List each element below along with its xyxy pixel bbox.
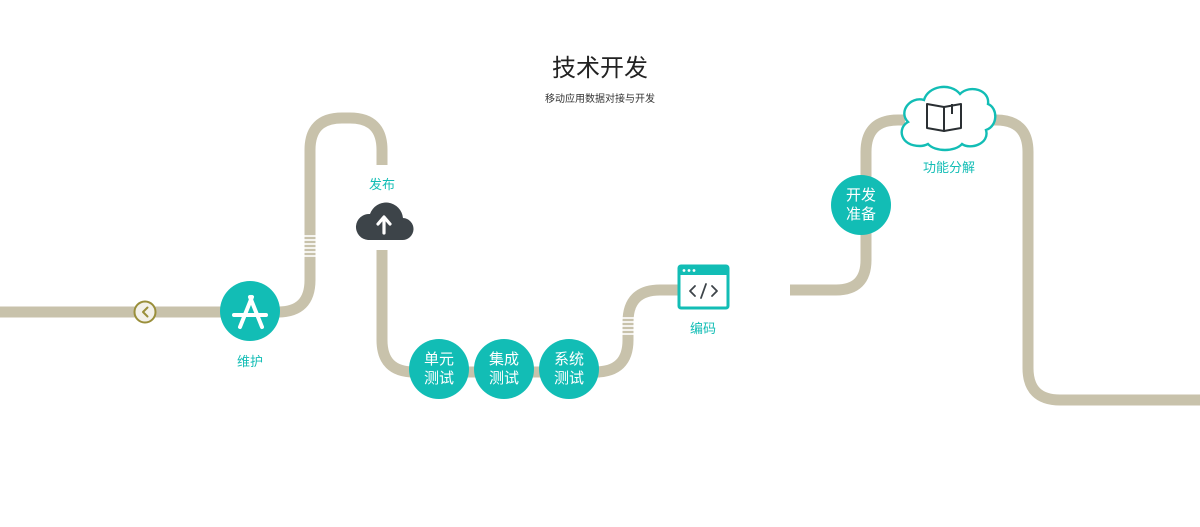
step-maintain[interactable] xyxy=(220,281,280,341)
step-system-test-line2: 测试 xyxy=(553,369,584,387)
app-store-icon xyxy=(232,295,268,329)
step-integration-test-line1: 集成 xyxy=(488,350,519,368)
step-dev-prep[interactable]: 开发 准备 xyxy=(831,175,891,235)
code-window-icon xyxy=(677,264,730,310)
step-maintain-label: 维护 xyxy=(236,355,263,370)
step-integration-test-line2: 测试 xyxy=(488,369,519,387)
step-unit-test-line2: 测试 xyxy=(423,369,454,387)
track-segment-right xyxy=(990,114,1200,406)
step-dev-prep-line2: 准备 xyxy=(845,205,876,223)
step-system-test[interactable]: 系统 测试 xyxy=(539,339,599,399)
step-coding-label: 编码 xyxy=(689,322,716,337)
cloud-outline-icon xyxy=(900,85,997,152)
step-system-test-line1: 系统 xyxy=(553,350,584,368)
page-title: 技术开发 xyxy=(552,54,648,82)
step-unit-test-line1: 单元 xyxy=(423,350,454,368)
chevron-left-icon xyxy=(142,306,149,318)
track-segment-to-prep xyxy=(790,232,872,296)
step-feature-analysis[interactable] xyxy=(900,85,997,152)
track-segment-left xyxy=(0,112,388,318)
step-integration-test[interactable]: 集成 测试 xyxy=(474,339,534,399)
track-segment-to-coding xyxy=(594,284,678,378)
step-unit-test[interactable]: 单元 测试 xyxy=(409,339,469,399)
cloud-upload-icon xyxy=(355,202,414,241)
back-button[interactable] xyxy=(133,300,157,324)
open-book-icon xyxy=(926,103,962,132)
step-feature-analysis-label: 功能分解 xyxy=(922,161,975,176)
step-release-label: 发布 xyxy=(368,178,395,193)
step-dev-prep-line1: 开发 xyxy=(845,186,876,204)
page-subtitle: 移动应用数据对接与开发 xyxy=(545,94,655,105)
track-segment-prep-up xyxy=(860,114,905,182)
